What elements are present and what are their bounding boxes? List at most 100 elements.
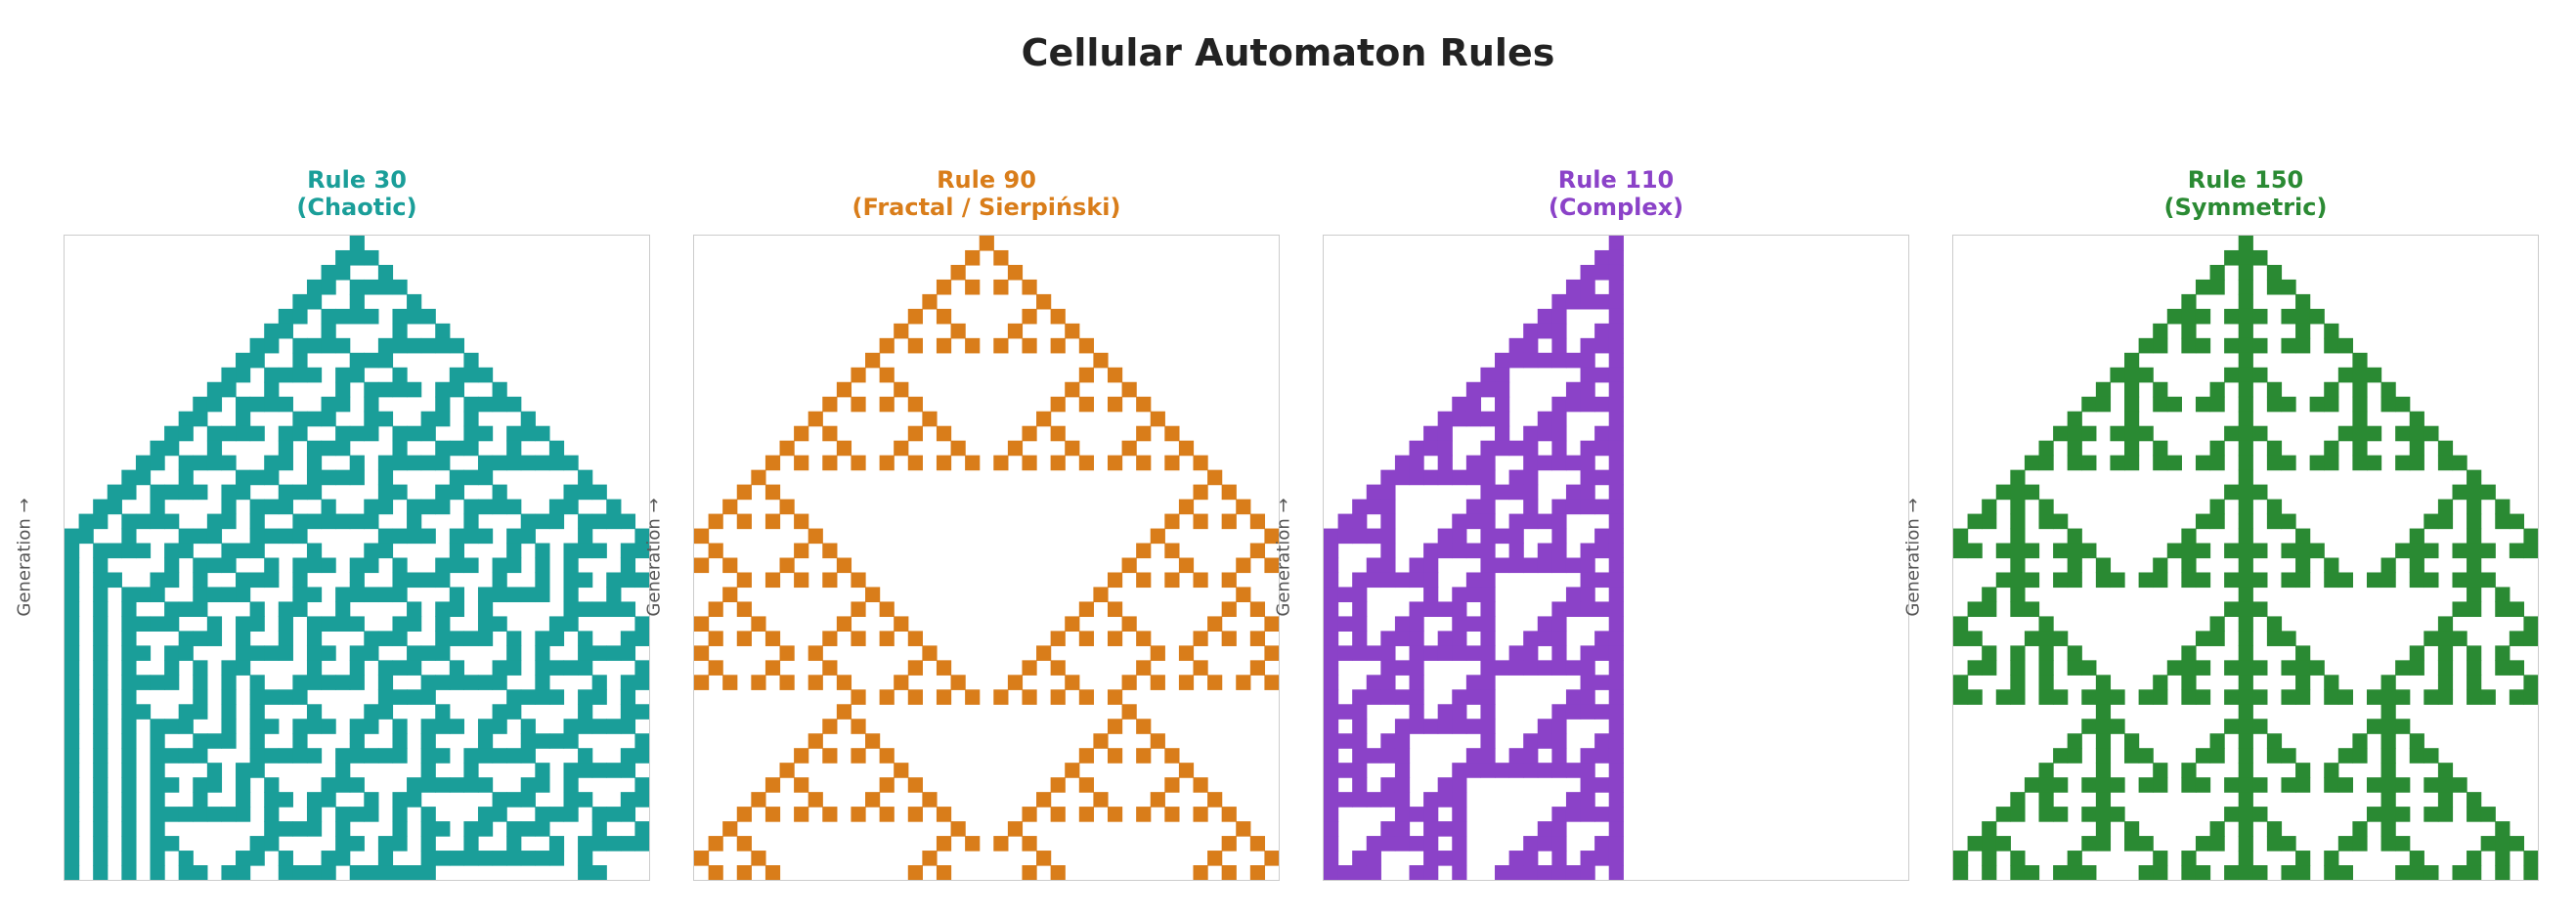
live-cell	[1264, 616, 1279, 632]
live-cell	[1178, 763, 1195, 778]
live-cell	[306, 792, 323, 808]
live-cell	[1608, 499, 1624, 515]
live-cell	[65, 807, 80, 822]
live-cell	[2010, 851, 2026, 866]
live-cell	[364, 308, 379, 325]
live-cell	[2380, 689, 2396, 705]
live-cell	[2495, 499, 2511, 515]
live-cell	[634, 836, 649, 852]
live-cell	[2523, 675, 2538, 690]
live-cell	[206, 381, 223, 398]
live-cell	[93, 557, 109, 574]
panel-title-rule: Rule 30	[307, 166, 407, 194]
live-cell	[178, 543, 194, 559]
live-cell	[2295, 308, 2311, 325]
live-cell	[377, 543, 394, 559]
live-cell	[2395, 777, 2411, 793]
live-cell	[349, 719, 365, 734]
live-cell	[1480, 645, 1496, 661]
live-cell	[306, 807, 323, 822]
live-cell	[377, 631, 394, 646]
live-cell	[420, 733, 436, 749]
live-cell	[794, 777, 809, 793]
live-cell	[150, 733, 165, 749]
live-cell	[1537, 821, 1552, 837]
live-cell	[1423, 543, 1439, 559]
live-cell	[278, 792, 293, 808]
plot-area	[693, 235, 1280, 881]
live-cell	[2124, 396, 2140, 413]
live-cell	[349, 425, 365, 442]
live-cell	[65, 587, 80, 603]
live-cell	[2266, 440, 2283, 457]
live-cell	[306, 469, 323, 486]
live-cell	[2181, 323, 2197, 339]
live-cell	[2138, 572, 2154, 589]
live-cell	[1452, 396, 1467, 413]
live-cell	[221, 865, 237, 880]
live-cell	[1352, 704, 1368, 720]
live-cell	[2352, 425, 2368, 442]
live-cell	[563, 733, 579, 749]
live-cell	[2467, 675, 2482, 690]
live-cell	[865, 587, 881, 603]
live-cell	[206, 807, 223, 822]
live-cell	[377, 352, 394, 369]
live-cell	[2509, 631, 2525, 646]
live-cell	[2495, 836, 2511, 852]
live-cell	[2238, 631, 2253, 646]
live-cell	[1380, 572, 1396, 589]
live-cell	[492, 704, 507, 720]
live-cell	[221, 557, 237, 574]
live-cell	[221, 367, 237, 383]
live-cell	[407, 572, 422, 589]
live-cell	[377, 381, 394, 398]
live-cell	[2366, 719, 2382, 734]
live-cell	[578, 543, 593, 559]
live-cell	[1380, 631, 1396, 646]
live-cell	[779, 675, 795, 690]
live-cell	[1437, 425, 1453, 442]
live-cell	[2138, 748, 2154, 764]
live-cell	[1480, 469, 1496, 486]
panel-rule-150: Rule 150 (Symmetric) Generation →	[1903, 166, 2539, 885]
live-cell	[2209, 264, 2225, 281]
live-cell	[563, 777, 579, 793]
live-cell	[292, 719, 308, 734]
live-cell	[335, 425, 351, 442]
live-cell	[578, 660, 593, 676]
live-cell	[392, 807, 408, 822]
live-cell	[377, 689, 394, 705]
live-cell	[2295, 689, 2311, 705]
live-cell	[563, 763, 579, 778]
live-cell	[164, 807, 180, 822]
live-cell	[2452, 601, 2467, 618]
live-cell	[278, 851, 293, 866]
live-cell	[2467, 543, 2482, 559]
live-cell	[1452, 689, 1467, 705]
live-cell	[107, 484, 122, 501]
live-cell	[349, 748, 365, 764]
live-cell	[477, 807, 494, 822]
live-cell	[278, 528, 293, 545]
live-cell	[392, 689, 408, 705]
live-cell	[1523, 851, 1539, 866]
live-cell	[1121, 440, 1137, 457]
live-cell	[2181, 660, 2197, 676]
live-cell	[2153, 763, 2168, 778]
live-cell	[1236, 557, 1251, 574]
live-cell	[2295, 851, 2311, 866]
live-cell	[2181, 308, 2197, 325]
live-cell	[477, 425, 494, 442]
live-cell	[2224, 425, 2240, 442]
live-cell	[822, 455, 838, 471]
live-cell	[578, 748, 593, 764]
live-cell	[865, 733, 881, 749]
live-cell	[321, 469, 336, 486]
live-cell	[1537, 836, 1552, 852]
live-cell	[1594, 631, 1610, 646]
live-cell	[2523, 631, 2538, 646]
live-cell	[1608, 821, 1624, 837]
live-cell	[563, 807, 579, 822]
live-cell	[2337, 748, 2353, 764]
